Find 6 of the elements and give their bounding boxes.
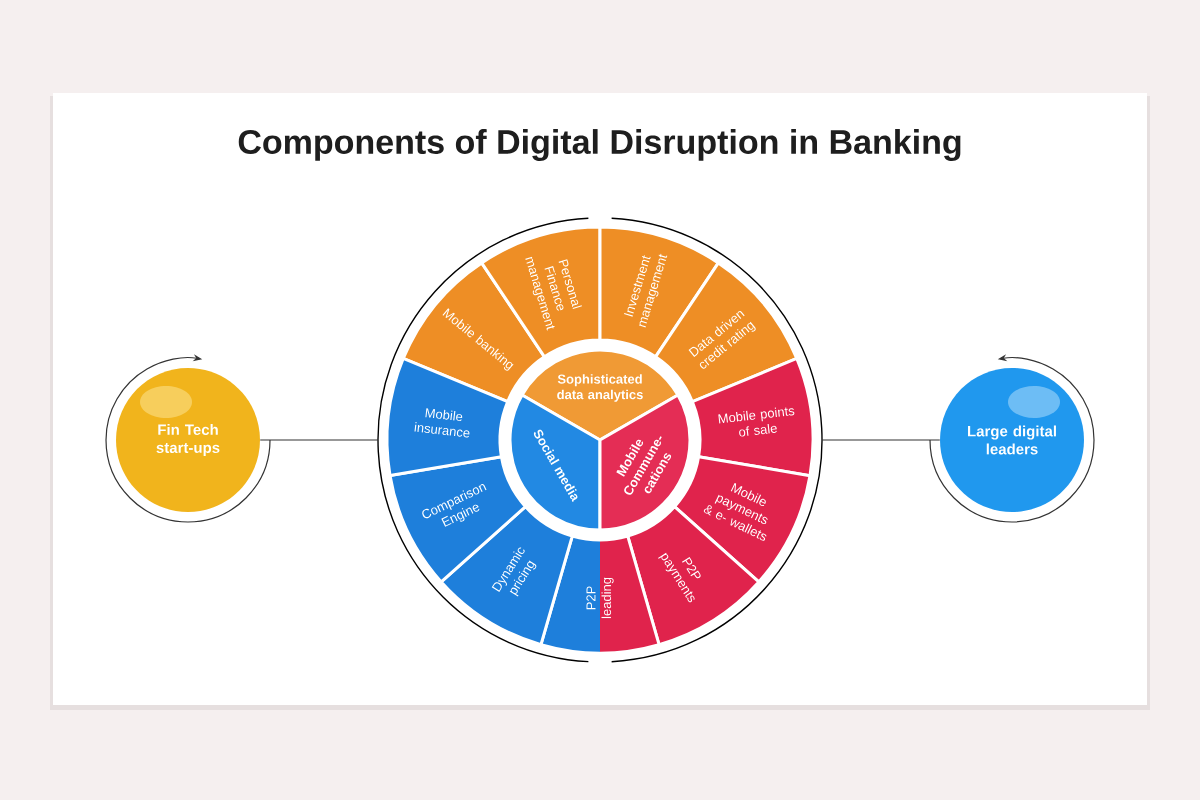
- connector-line: [821, 439, 941, 441]
- title: Components of Digital Disruption in Banking: [238, 129, 961, 161]
- sphere: Large digital leaders: [940, 368, 1084, 512]
- connector-line: [259, 439, 379, 441]
- sphere: Fin Tech start-ups: [116, 368, 260, 512]
- wheel-outline: [377, 217, 823, 663]
